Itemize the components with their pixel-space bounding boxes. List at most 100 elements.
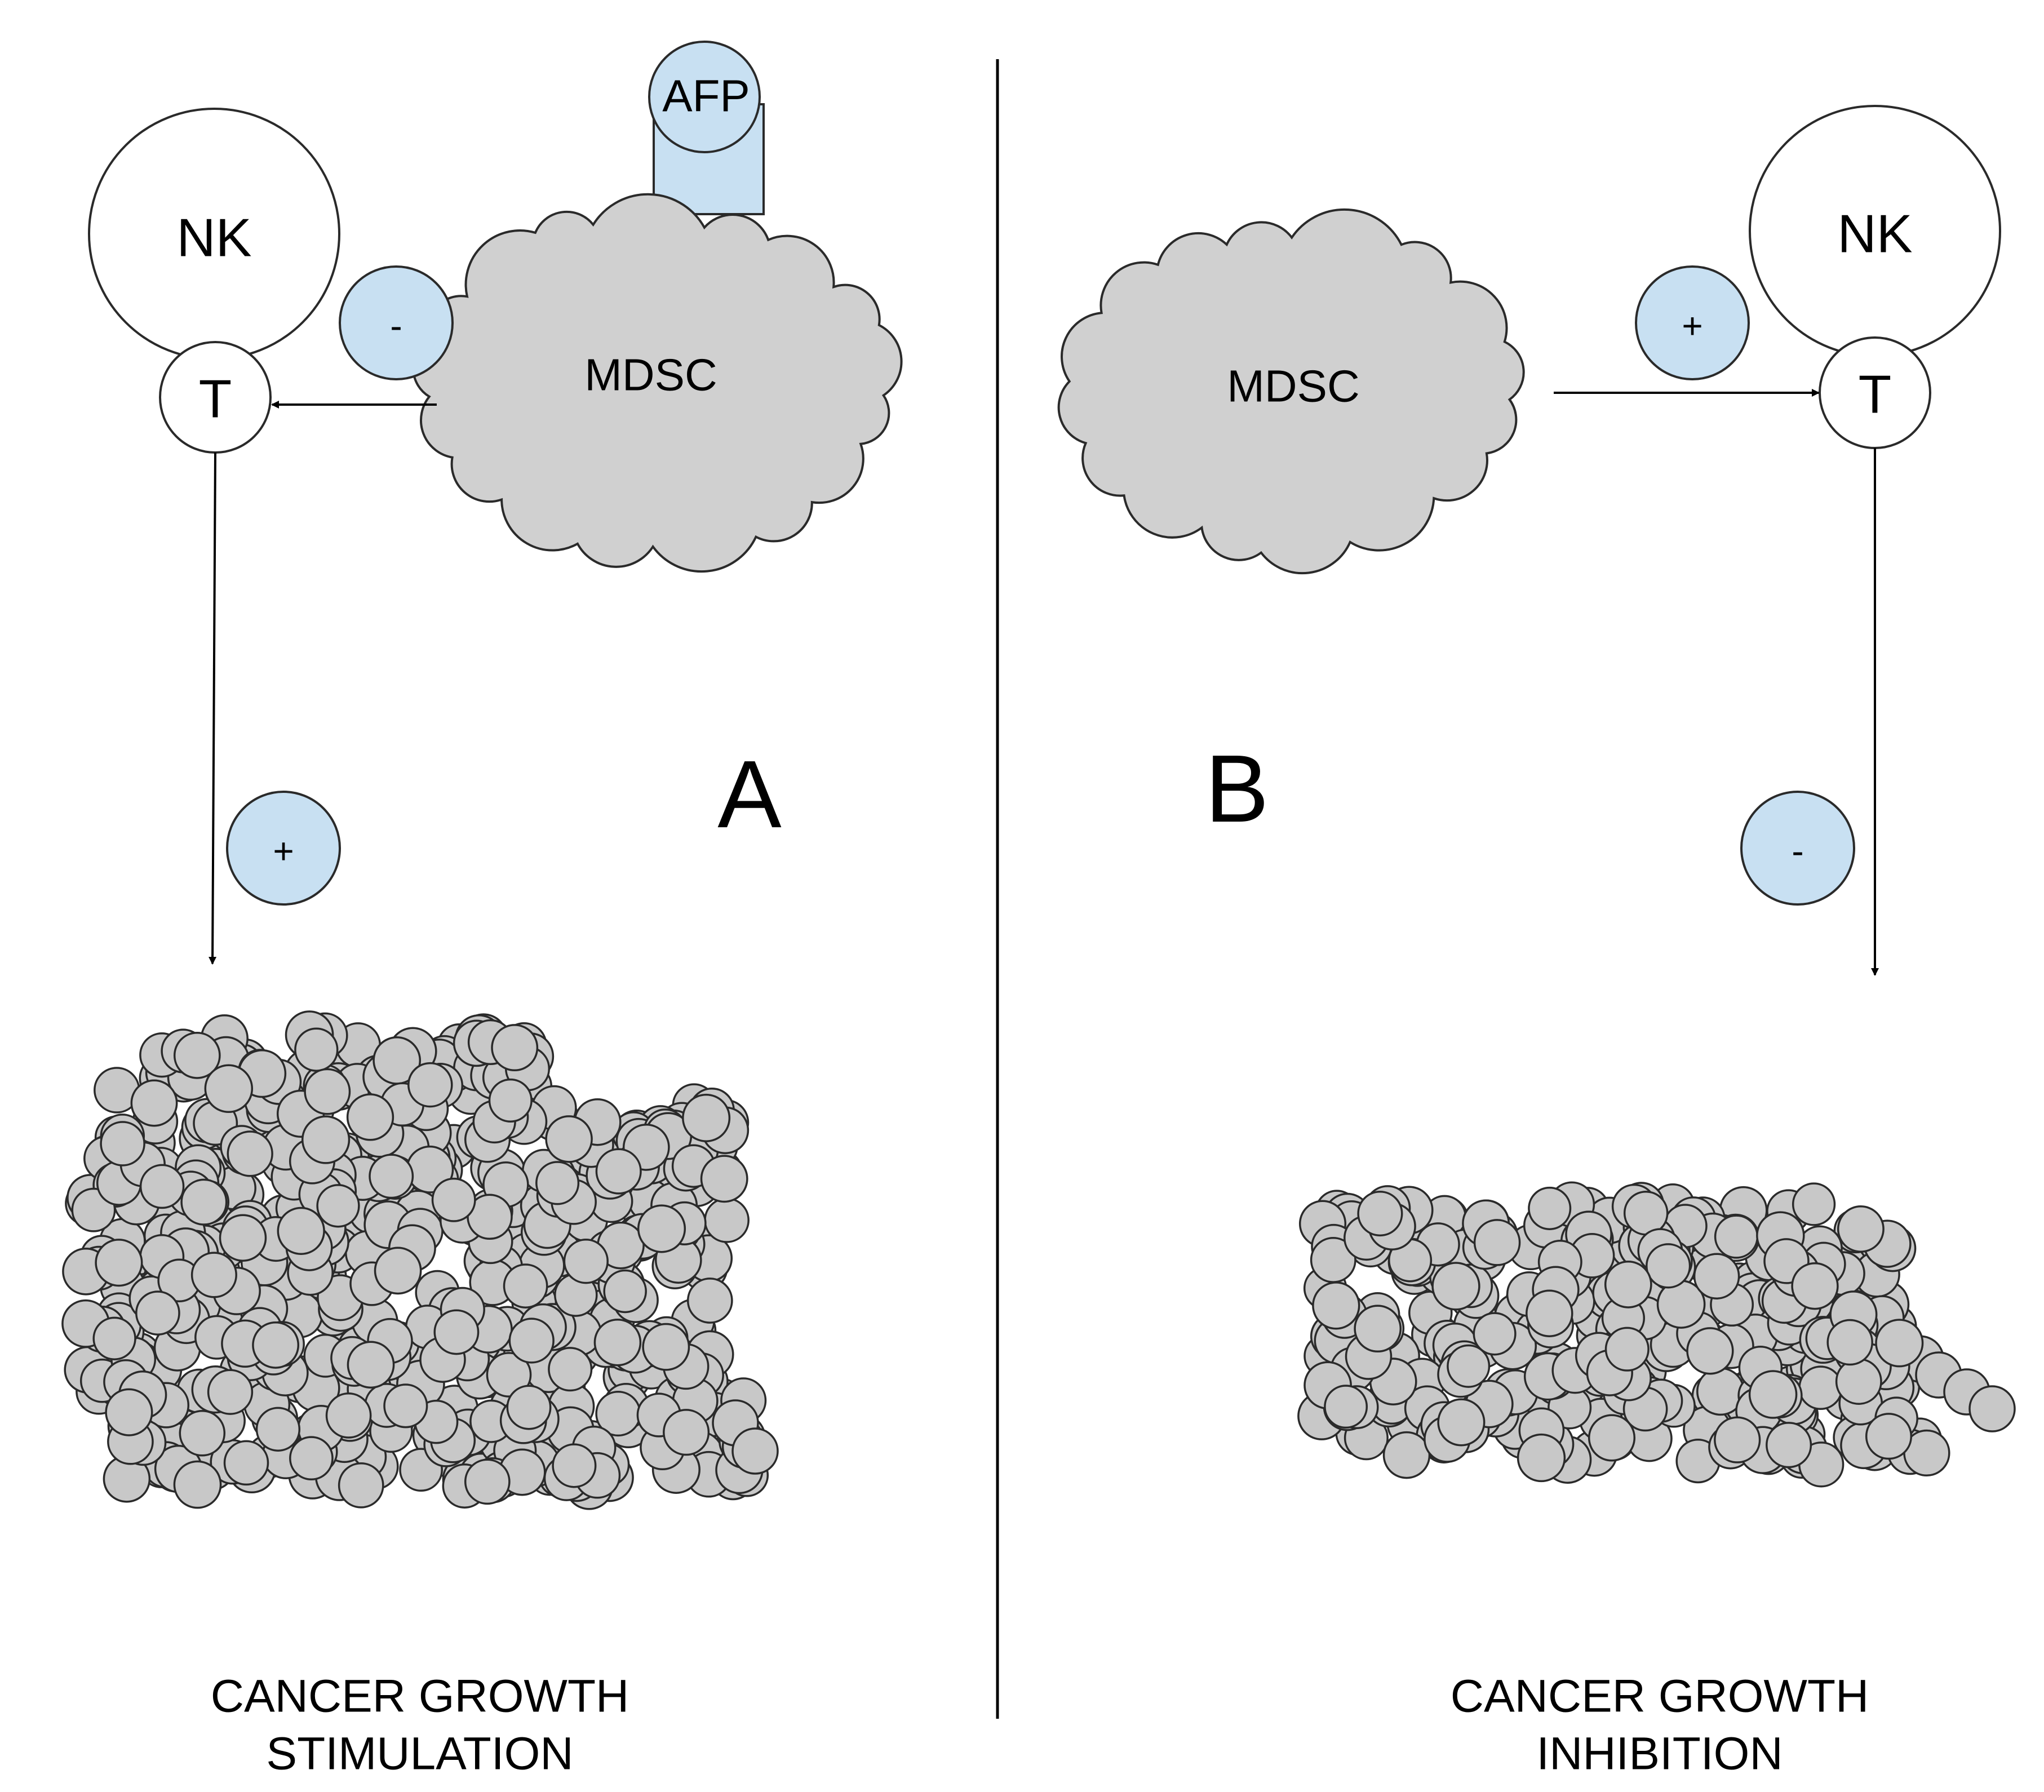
tumor-b-cell — [1324, 1385, 1368, 1429]
tumor-a-cell — [180, 1178, 228, 1226]
tumor-a-cell — [383, 1383, 428, 1429]
tumor-b-cell — [1798, 1365, 1843, 1410]
tumor-a-cell — [190, 1252, 237, 1298]
panel-letter-a: A — [717, 741, 782, 848]
tumor-b-cell — [1875, 1319, 1924, 1368]
sign-mdsc-t-a: - — [390, 305, 402, 346]
tumor-b-cell — [1865, 1413, 1913, 1460]
tumor-a-cell — [535, 1161, 580, 1205]
tumor-b-cell — [1604, 1327, 1650, 1372]
sign-mdsc-t-b: + — [1682, 305, 1702, 346]
tumor-a-cell — [100, 1121, 145, 1166]
tumor-b-cell — [1693, 1253, 1740, 1299]
tumor-a-cell — [338, 1462, 384, 1509]
sign-t-tumor-a: + — [273, 831, 294, 871]
tumor-a-cell — [347, 1341, 395, 1389]
tumor-a-cell — [346, 1093, 394, 1141]
tumor-b-cell — [1766, 1422, 1812, 1469]
sign-circle-t-tumor-b — [1740, 791, 1855, 906]
tumor-a-cell — [294, 1027, 339, 1072]
tumor-mass-a — [61, 1010, 779, 1510]
caption-b-line1: CANCER GROWTH — [1451, 1671, 1869, 1722]
tumor-b-cell — [1748, 1370, 1798, 1419]
tumor-a-cell — [486, 1352, 532, 1398]
caption-b-line2: INHIBITION — [1536, 1728, 1783, 1780]
panel-a: AFP NK T MDSC - + A CANCER GROWTH STIMUL… — [61, 41, 903, 1780]
tumor-b-cell — [1686, 1327, 1734, 1375]
tumor-a-cell — [139, 1164, 185, 1209]
tumor-a-cell — [431, 1177, 476, 1222]
tumor-a-cell — [603, 1269, 647, 1314]
tumor-a-cell — [255, 1407, 301, 1452]
tumor-b-cell — [1623, 1190, 1669, 1236]
tumor-a-cell — [173, 1460, 222, 1509]
panel-b: MDSC NK T + - B CANCER GROWTH INHIBITION — [1057, 105, 2016, 1780]
arrow-t-to-tumor-a — [209, 452, 217, 965]
nk-label-b: NK — [1837, 204, 1912, 264]
tumor-a-cell — [252, 1321, 300, 1369]
tumor-b-cell — [1354, 1305, 1402, 1353]
tumor-b-cell — [1791, 1262, 1839, 1310]
tumor-b-cell — [1526, 1289, 1573, 1337]
mdsc-cloud-b — [1057, 208, 1525, 575]
tumor-a-cell — [731, 1427, 779, 1475]
sign-circle-t-tumor-a — [226, 791, 341, 906]
tumor-a-cell — [277, 1207, 325, 1256]
tumor-b-cell — [1604, 1261, 1652, 1308]
tumor-a-cell — [92, 1316, 136, 1360]
tumor-b-cell — [1312, 1281, 1360, 1330]
tumor-a-cell — [491, 1024, 539, 1072]
tumor-a-cell — [593, 1318, 642, 1367]
tumor-a-cell — [548, 1347, 593, 1392]
sign-circle-mdsc-t-b — [1635, 265, 1750, 380]
sign-circle-mdsc-t-a — [339, 265, 454, 380]
tumor-a-cell — [686, 1278, 733, 1324]
tumor-a-cell — [207, 1369, 254, 1415]
tumor-b-cell — [1437, 1398, 1486, 1447]
tumor-a-cell — [204, 1064, 254, 1114]
tumor-b-cell — [1714, 1416, 1761, 1463]
tumor-a-cell — [223, 1440, 269, 1486]
tumor-b-cell — [1473, 1312, 1517, 1356]
tumor-a-cell — [506, 1385, 552, 1430]
tumor-a-cell — [508, 1318, 555, 1364]
tumor-a-cell — [105, 1388, 153, 1436]
tumor-a-cell — [642, 1323, 690, 1371]
tumor-b-cell — [1588, 1414, 1636, 1462]
afp-receptor: AFP — [648, 41, 765, 215]
caption-a-line1: CANCER GROWTH — [211, 1671, 629, 1722]
tumor-b-cell — [1517, 1433, 1566, 1483]
tumor-a-cell — [325, 1392, 372, 1439]
tumor-b-cell — [1528, 1186, 1572, 1230]
tumor-a-cell — [95, 1239, 143, 1287]
tumor-a-cell — [304, 1068, 351, 1115]
tumor-a-cell — [704, 1197, 750, 1243]
tumor-a-cell — [227, 1130, 273, 1177]
mdsc-label-b: MDSC — [1227, 361, 1360, 411]
tumor-a-cell — [503, 1263, 548, 1308]
tumor-b-cell — [1646, 1243, 1691, 1289]
tumor-a-cell — [369, 1154, 414, 1199]
tumor-a-cell — [488, 1078, 533, 1123]
tumor-a-cell — [637, 1204, 686, 1253]
tumor-b-cell — [1310, 1236, 1356, 1283]
tumor-a-cell — [682, 1093, 731, 1142]
tumor-a-cell — [374, 1247, 422, 1295]
tumor-b-cell — [1447, 1344, 1491, 1388]
tumor-b-cell — [1968, 1385, 2016, 1432]
tumor-a-cell — [316, 1184, 360, 1228]
tumor-a-cell — [173, 1032, 221, 1079]
tumor-a-cell — [130, 1079, 178, 1127]
tumor-a-cell — [563, 1239, 609, 1284]
tumor-b-cell — [1357, 1191, 1403, 1237]
tumor-b-cell — [1431, 1262, 1480, 1311]
tumor-a-cell — [552, 1443, 597, 1488]
tumor-b-cell — [1714, 1214, 1759, 1259]
t-label-a: T — [199, 369, 232, 429]
tumor-a-cell — [545, 1115, 593, 1163]
afp-label: AFP — [662, 71, 750, 121]
nk-label-a: NK — [176, 208, 251, 268]
tumor-a-cell — [289, 1436, 334, 1481]
tumor-b-cell — [1382, 1431, 1431, 1479]
